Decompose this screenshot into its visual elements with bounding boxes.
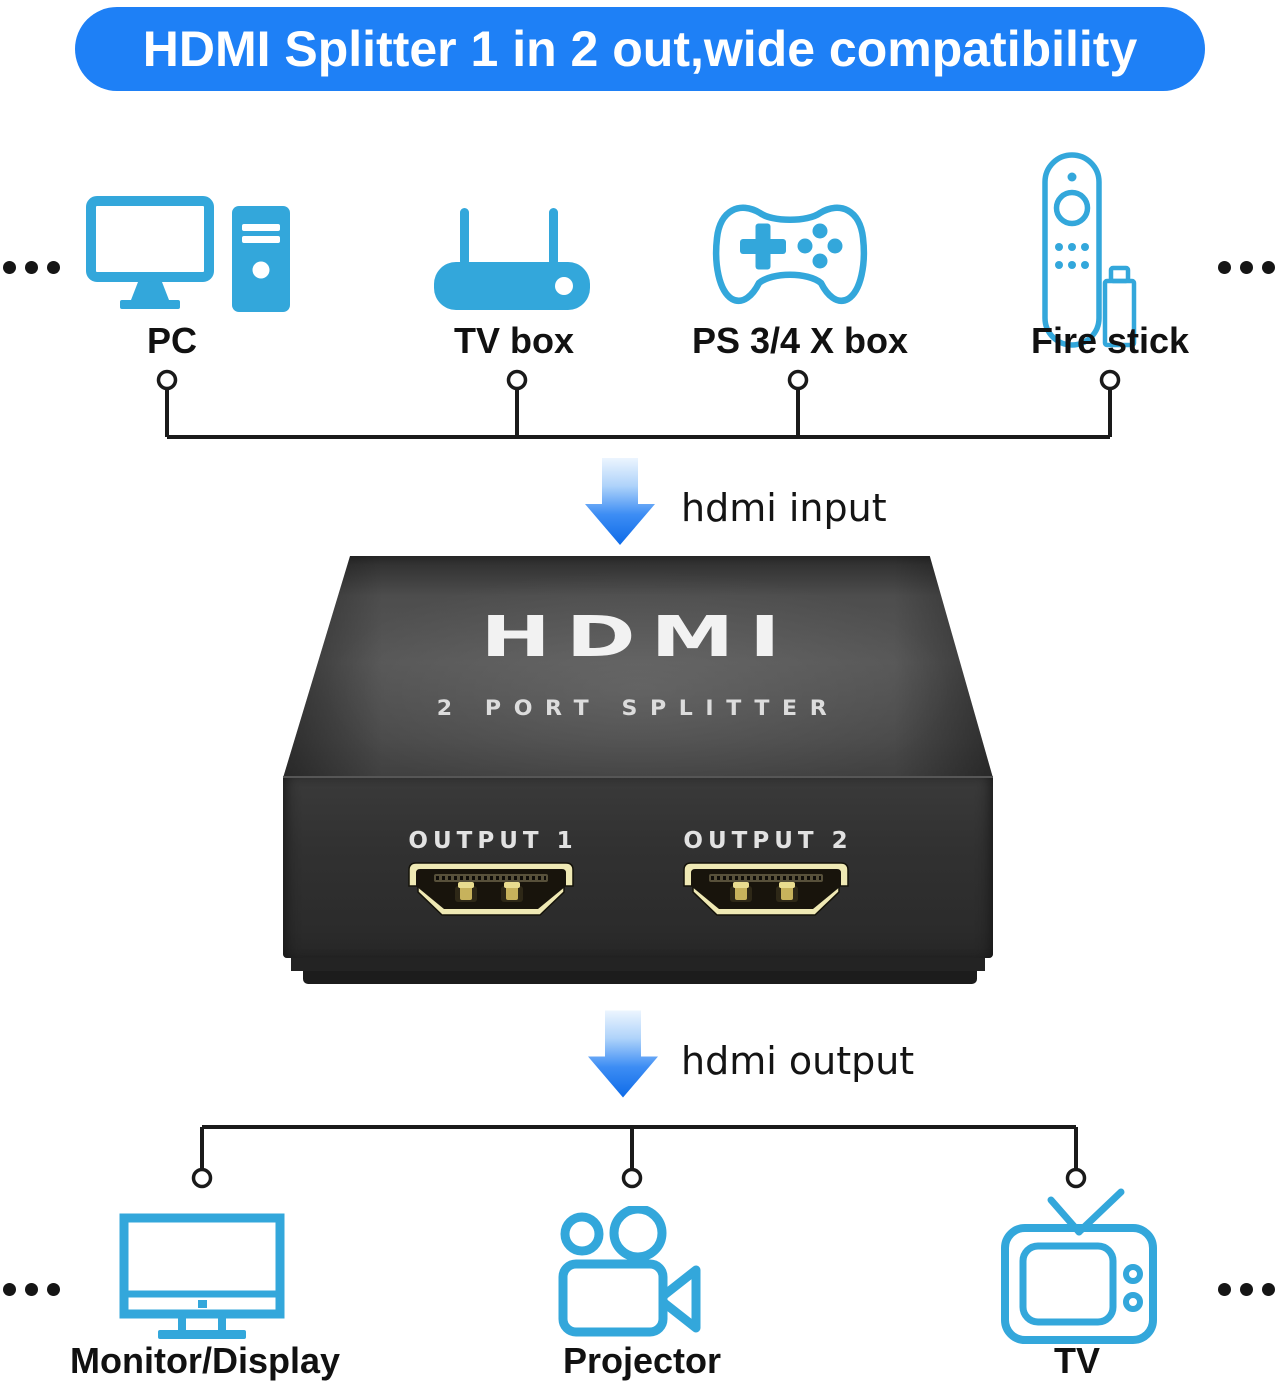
dot-icon (25, 261, 38, 274)
down-arrow-icon (588, 1010, 658, 1098)
tv-box-icon (434, 208, 590, 310)
dot-icon (1240, 1283, 1253, 1296)
output-connector-lines (191, 1125, 1087, 1189)
dot-icon (1262, 1283, 1275, 1296)
device-base-foot (303, 971, 977, 984)
tv-icon (1001, 1188, 1157, 1344)
dot-icon (3, 1283, 16, 1296)
output2-label: OUTPUT 2 (683, 828, 853, 854)
input-connector-lines (156, 369, 1121, 439)
source-device-label: PC (146, 320, 198, 361)
dot-icon (1240, 261, 1253, 274)
device-top-face: HDMI 2 PORT SPLITTER (283, 556, 993, 778)
dot-icon (1218, 261, 1231, 274)
output1-label: OUTPUT 1 (408, 828, 578, 854)
device-front-face: OUTPUT 1 OUTPUT 2 (283, 778, 993, 958)
down-arrow-icon (585, 458, 655, 545)
fire-stick-icon (1042, 152, 1137, 348)
dot-icon (3, 261, 16, 274)
projector-icon (558, 1206, 701, 1337)
output-device-label: Monitor/Display (69, 1340, 341, 1381)
monitor-icon (119, 1213, 285, 1339)
dot-icon (47, 261, 60, 274)
source-device-label: Fire stick (1030, 320, 1190, 361)
device-base (291, 958, 985, 971)
device-edge-highlight (283, 776, 993, 778)
title-banner: HDMI Splitter 1 in 2 out,wide compatibil… (75, 7, 1205, 91)
device-logo: HDMI (480, 605, 796, 670)
source-device-label: PS 3/4 X box (691, 320, 909, 361)
output-device-label: TV (1053, 1340, 1101, 1381)
dot-icon (25, 1283, 38, 1296)
dot-icon (47, 1283, 60, 1296)
dot-icon (1262, 261, 1275, 274)
hdmi-port-1-icon (408, 862, 574, 916)
output-flow-label: hdmi output (681, 1039, 915, 1083)
dot-icon (1218, 1283, 1231, 1296)
input-flow-label: hdmi input (681, 486, 887, 530)
hdmi-port-2-icon (683, 862, 849, 916)
desktop-pc-icon (86, 196, 290, 312)
page-title: HDMI Splitter 1 in 2 out,wide compatibil… (142, 21, 1138, 77)
source-device-label: TV box (453, 320, 575, 361)
output-device-label: Projector (562, 1340, 722, 1381)
game-controller-icon (712, 204, 868, 304)
device-subtitle: 2 PORT SPLITTER (436, 696, 840, 720)
